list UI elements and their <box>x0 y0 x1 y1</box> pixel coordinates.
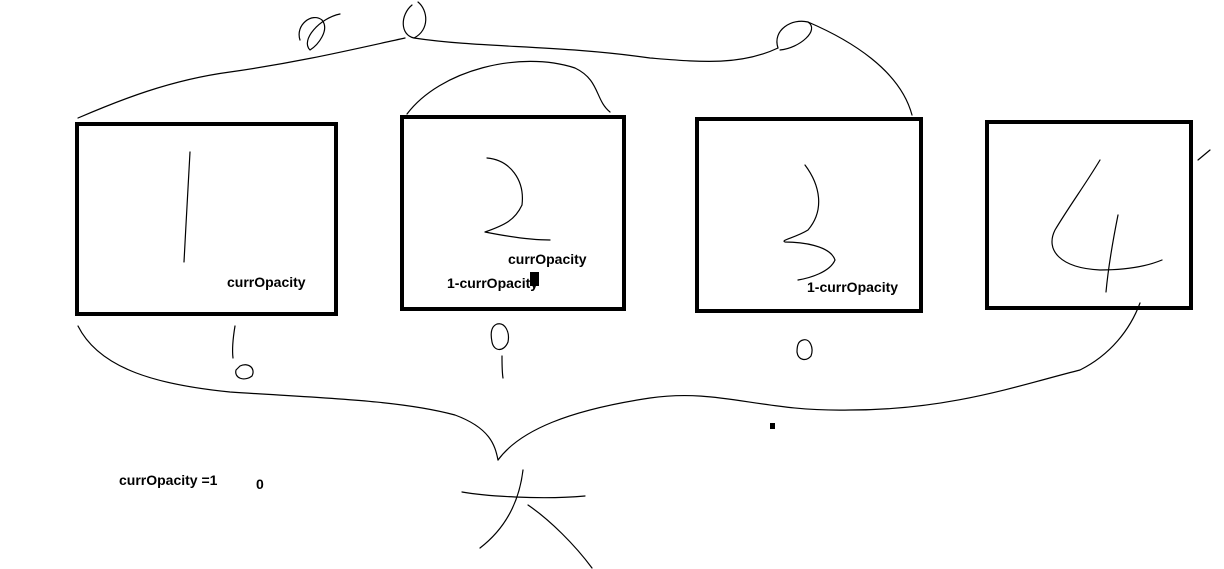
brace-tick-right <box>1197 149 1211 161</box>
footer-next-value: 0 <box>256 476 264 492</box>
bottom-brace-right <box>497 302 1141 461</box>
inner-arc-2 <box>406 60 611 115</box>
mark-below-2-zero <box>490 323 510 351</box>
loop-mark-3 <box>776 20 813 51</box>
frame-2-label-inverse: 1-currOpacity <box>447 275 539 291</box>
digit-two-stroke <box>484 157 551 241</box>
top-arc-2-to-3 <box>413 37 779 63</box>
loop-mark-1 <box>298 13 341 51</box>
bottom-glyph-right-leg <box>527 504 593 569</box>
footer-assignment: currOpacity =1 <box>119 472 218 488</box>
frame-1-label-curr: currOpacity <box>227 274 306 290</box>
digit-four-stem <box>1105 214 1119 293</box>
frame-1 <box>75 122 338 316</box>
bottom-brace-left <box>77 325 499 461</box>
top-arc-3-to-frame3 <box>807 21 913 116</box>
digit-one-stroke <box>183 151 191 263</box>
frame-2-label-curr: currOpacity <box>508 251 587 267</box>
digit-four-stroke <box>1051 159 1163 271</box>
frame-3 <box>695 117 923 313</box>
loop-mark-2 <box>402 1 427 39</box>
mark-below-3-zero <box>796 339 813 361</box>
top-arc-1-to-2 <box>77 37 406 119</box>
bottom-glyph-left-leg <box>479 469 524 549</box>
digit-three-stroke <box>783 164 836 281</box>
frame-2 <box>400 115 626 311</box>
dot-mark <box>770 423 775 429</box>
frame-3-label-inverse: 1-currOpacity <box>807 279 899 295</box>
mark-below-1-zero <box>235 364 254 380</box>
mark-below-1-stroke <box>232 325 236 359</box>
mark-below-2-stroke <box>501 355 504 379</box>
bottom-glyph-top <box>461 491 586 499</box>
frame-4 <box>985 120 1193 310</box>
cursor-mark <box>530 272 539 286</box>
